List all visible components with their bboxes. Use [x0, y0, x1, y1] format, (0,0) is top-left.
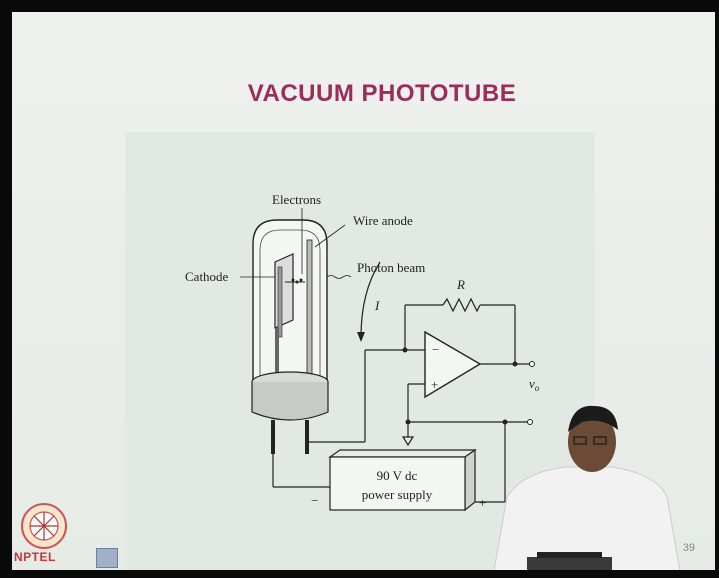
label-plus-input: +	[431, 377, 438, 392]
slide-title: VACUUM PHOTOTUBE	[247, 80, 517, 107]
label-minus-input: −	[432, 342, 439, 357]
label-photon-beam: Photon beam	[357, 260, 425, 275]
slide-page-number: 39	[682, 542, 695, 554]
electron-dots	[291, 278, 303, 284]
tube-base	[251, 382, 329, 421]
current-arrow	[360, 261, 381, 338]
label-supply-minus: −	[311, 493, 318, 508]
label-electrons: Electrons	[272, 192, 321, 207]
player-control-button[interactable]	[96, 548, 118, 568]
phototube-circuit-diagram: Electrons Wire anode Cathode Photon beam…	[185, 192, 540, 512]
label-supply-plus: +	[479, 495, 486, 510]
label-resistor: R	[456, 277, 465, 292]
label-output: vo	[529, 376, 540, 393]
nptel-logo-text: NPTEL	[14, 550, 56, 564]
op-amp	[424, 330, 482, 399]
tube-inner	[259, 229, 321, 382]
label-current: I	[374, 298, 380, 313]
anode-wire	[306, 239, 313, 381]
presenter-video-overlay	[493, 405, 681, 570]
label-supply-line1: 90 V dc	[377, 468, 418, 483]
diagram-panel: Electrons Wire anode Cathode Photon beam…	[125, 132, 595, 570]
label-cathode: Cathode	[185, 269, 229, 284]
label-wire-anode: Wire anode	[353, 213, 413, 228]
power-supply-box	[328, 448, 477, 512]
resistor-r	[442, 297, 481, 313]
slide: VACUUM PHOTOTUBE	[12, 12, 715, 570]
ground-symbol	[401, 436, 415, 447]
nptel-logo-icon	[21, 503, 67, 549]
label-supply-line2: power supply	[362, 487, 433, 502]
